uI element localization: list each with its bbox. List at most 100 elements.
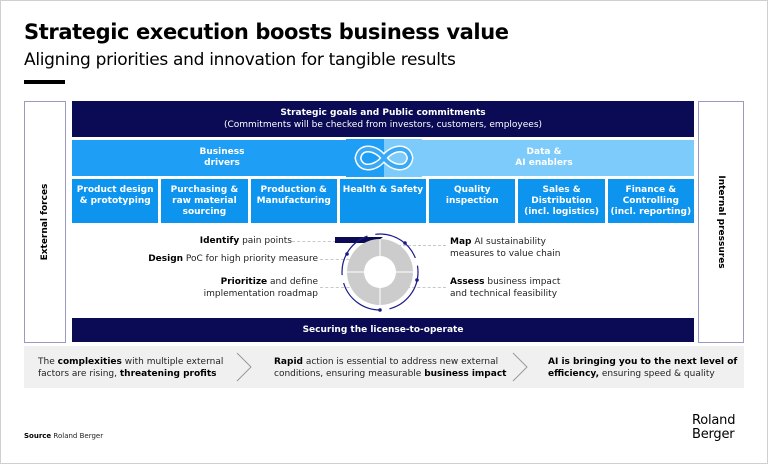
logo-line: Roland bbox=[692, 413, 736, 428]
summary-line: The complexities with multiple external bbox=[38, 356, 223, 368]
external-forces-box: External forces bbox=[24, 101, 66, 343]
internal-pressures-box: Internal pressures bbox=[698, 101, 744, 343]
summary-emphasis: threatening profits bbox=[119, 369, 217, 379]
cycle-arrowhead bbox=[415, 278, 419, 282]
step-keyword: Assess bbox=[450, 277, 485, 287]
summary-emphasis: AI is bringing you to the next level of bbox=[548, 357, 738, 367]
source-value: Roland Berger bbox=[51, 432, 104, 440]
step-prioritize: Prioritize and define implementation roa… bbox=[204, 276, 318, 300]
step-map: Map AI sustainability measures to value … bbox=[450, 236, 561, 260]
cell-line: Controlling bbox=[622, 196, 679, 206]
chevron-right-icon bbox=[512, 352, 528, 382]
step-identify: Identify pain points bbox=[200, 235, 292, 247]
internal-pressures-label: Internal pressures bbox=[716, 175, 726, 269]
business-drivers-line: Business bbox=[199, 147, 245, 157]
title-rule bbox=[24, 80, 65, 84]
summary-emphasis: complexities bbox=[57, 357, 122, 367]
cell-line: sourcing bbox=[182, 207, 227, 217]
cell-production: Production &Manufacturing bbox=[250, 179, 337, 223]
leader-line bbox=[320, 287, 360, 288]
summary-line: AI is bringing you to the next level of bbox=[548, 356, 737, 368]
process-cycle-diagram bbox=[335, 233, 419, 312]
summary-text: with multiple external bbox=[121, 357, 224, 367]
goals-subtitle: (Commitments will be checked from invest… bbox=[223, 120, 543, 130]
cycle-arrowhead bbox=[378, 308, 382, 312]
leader-line bbox=[320, 259, 360, 260]
cell-line: Distribution bbox=[531, 196, 592, 206]
infinity-loop-icon bbox=[346, 139, 422, 177]
business-function-row: Product design& prototyping Purchasing &… bbox=[72, 179, 694, 223]
step-assess: Assess business impact and technical fea… bbox=[450, 276, 560, 300]
leader-line bbox=[292, 241, 336, 242]
step-text: pain points bbox=[239, 236, 292, 246]
summary-emphasis: Rapid bbox=[274, 357, 303, 367]
summary-text: action is essential to address new exter… bbox=[302, 357, 499, 367]
step-design: Design PoC for high priority measure bbox=[148, 253, 318, 265]
source-note: Source Roland Berger bbox=[24, 432, 103, 440]
step-text: implementation roadmap bbox=[203, 289, 318, 299]
cell-health-safety: Health & Safety bbox=[339, 179, 427, 223]
summary-line: efficiency, ensuring speed & quality bbox=[548, 368, 737, 380]
cell-line: Health & Safety bbox=[342, 185, 424, 195]
step-text: AI sustainability bbox=[471, 237, 546, 247]
cell-line: & prototyping bbox=[79, 196, 151, 206]
data-ai-enablers-band: Data & AI enablers bbox=[394, 140, 694, 176]
business-drivers-line: drivers bbox=[204, 158, 240, 168]
step-keyword: Prioritize bbox=[220, 277, 268, 287]
data-enablers-line: Data & bbox=[526, 147, 562, 157]
cell-line: raw material bbox=[172, 196, 237, 206]
step-keyword: Design bbox=[148, 254, 184, 264]
roland-berger-logo: Roland Berger bbox=[692, 414, 735, 442]
summary-text: ensuring speed & quality bbox=[599, 369, 715, 379]
summary-line: Rapid action is essential to address new… bbox=[274, 356, 506, 368]
summary-text: conditions, ensuring measurable bbox=[274, 369, 425, 379]
cycle-arrowhead bbox=[345, 252, 349, 256]
license-to-operate-bar: Securing the license-to-operate bbox=[72, 318, 694, 342]
step-keyword: Identify bbox=[199, 236, 240, 246]
cell-line: inspection bbox=[445, 196, 499, 206]
step-text: and technical feasibility bbox=[450, 289, 558, 299]
page-title: Strategic execution boosts business valu… bbox=[24, 20, 509, 44]
cell-line: Quality bbox=[454, 185, 491, 195]
business-drivers-band: Business drivers bbox=[72, 140, 372, 176]
summary-emphasis: business impact bbox=[424, 369, 507, 379]
chevron-right-icon bbox=[236, 352, 252, 382]
cell-line: Manufacturing bbox=[256, 196, 331, 206]
summary-emphasis: efficiency, bbox=[548, 369, 599, 379]
data-enablers-line: AI enablers bbox=[515, 158, 573, 168]
page-subtitle: Aligning priorities and innovation for t… bbox=[24, 50, 456, 70]
step-text: PoC for high priority measure bbox=[183, 254, 318, 264]
cell-finance: Finance &Controlling(incl. reporting) bbox=[607, 179, 694, 223]
step-keyword: Map bbox=[450, 237, 472, 247]
strategic-goals-bar: Strategic goals and Public commitments (… bbox=[72, 101, 694, 137]
cell-line: Product design bbox=[76, 185, 154, 195]
summary-line: factors are rising, threatening profits bbox=[38, 368, 223, 380]
summary-rapid-action: Rapid action is essential to address new… bbox=[274, 356, 506, 380]
leader-line bbox=[398, 245, 446, 246]
summary-line: conditions, ensuring measurable business… bbox=[274, 368, 506, 380]
cycle-arrowhead bbox=[403, 241, 407, 245]
cell-line: Finance & bbox=[625, 185, 677, 195]
cell-line: (incl. reporting) bbox=[610, 207, 692, 217]
step-text: and define bbox=[267, 277, 318, 287]
cell-sales: Sales &Distribution(incl. logistics) bbox=[518, 179, 605, 223]
step-text: business impact bbox=[484, 277, 561, 287]
external-forces-label: External forces bbox=[40, 183, 50, 261]
logo-line: Berger bbox=[692, 427, 735, 442]
cell-product-design: Product design& prototyping bbox=[72, 179, 159, 223]
goals-title: Strategic goals and Public commitments bbox=[280, 108, 486, 118]
summary-text: The bbox=[38, 357, 58, 367]
cell-line: Production & bbox=[260, 185, 327, 195]
source-label: Source bbox=[24, 432, 52, 440]
cell-line: (incl. logistics) bbox=[524, 207, 600, 217]
cell-line: Sales & bbox=[542, 185, 581, 195]
cell-line: Purchasing & bbox=[170, 185, 239, 195]
leader-line bbox=[402, 287, 446, 288]
step-text: measures to value chain bbox=[450, 249, 561, 259]
summary-text: factors are rising, bbox=[38, 369, 120, 379]
